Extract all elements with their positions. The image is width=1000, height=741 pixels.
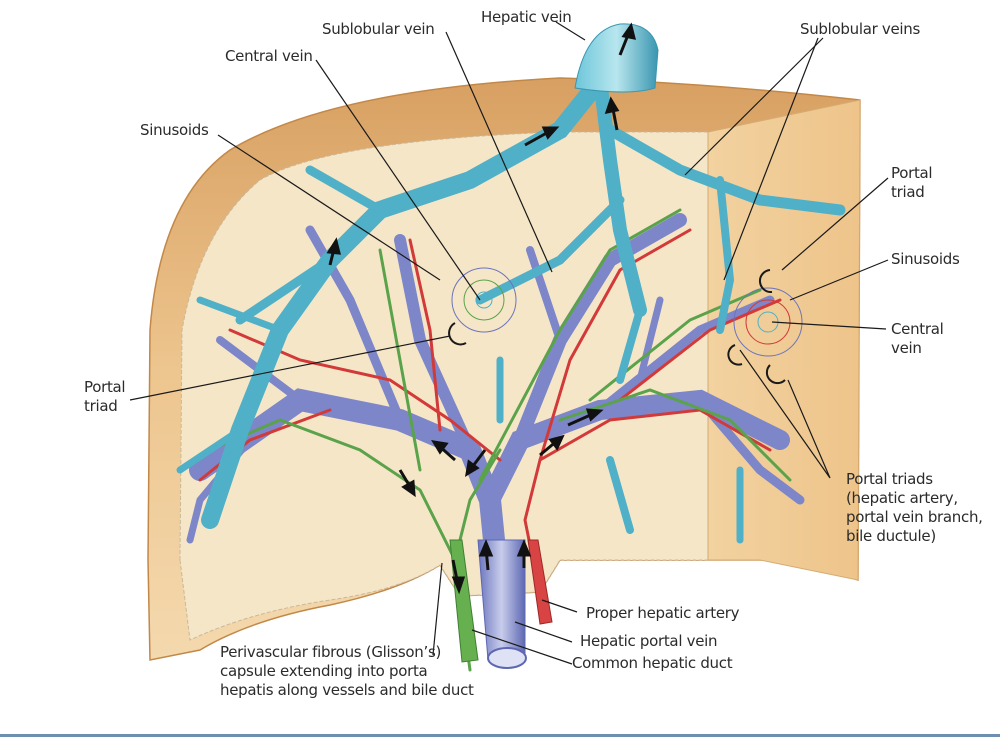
arrow-head-icon xyxy=(451,576,466,595)
hepatic-vein-trunk xyxy=(574,23,659,93)
portal-vein-opening xyxy=(487,647,527,669)
liver-side-surface xyxy=(707,99,861,581)
arrow-head-icon xyxy=(401,479,416,498)
label-central-vein-right: Central vein xyxy=(891,320,944,357)
arrow-head-icon xyxy=(464,459,480,477)
label-sublobular-veins: Sublobular veins xyxy=(800,20,921,38)
arrow-head-icon xyxy=(516,539,532,557)
common-hepatic-duct xyxy=(449,539,479,663)
label-central-vein-top: Central vein xyxy=(225,47,313,65)
label-hepatic-vein: Hepatic vein xyxy=(481,8,572,26)
arrow-head-icon xyxy=(604,96,620,114)
arrow-head-icon xyxy=(326,237,341,255)
bottom-divider xyxy=(0,734,1000,737)
hepatic-vein-tree xyxy=(176,71,846,544)
arrow-head-icon xyxy=(548,434,565,451)
label-sinusoids-left: Sinusoids xyxy=(140,121,209,139)
label-sinusoids-right: Sinusoids xyxy=(891,250,960,268)
label-glissons-capsule: Perivascular fibrous (Glisson’s) capsule… xyxy=(220,643,474,699)
arrow-head-icon xyxy=(585,408,604,422)
label-common-hepatic-duct: Common hepatic duct xyxy=(572,654,733,672)
label-sublobular-vein: Sublobular vein xyxy=(322,20,435,38)
arrow-head-icon xyxy=(431,439,449,455)
label-portal-triad-left: Portal triad xyxy=(84,378,126,415)
leader-lines xyxy=(129,21,889,665)
portal-triad-markers xyxy=(448,269,786,385)
label-hepatic-portal-vein: Hepatic portal vein xyxy=(580,632,718,650)
arrow-head-icon xyxy=(621,22,637,40)
label-proper-hepatic-artery: Proper hepatic artery xyxy=(586,604,740,622)
proper-hepatic-artery xyxy=(527,539,553,625)
label-portal-triads: Portal triads (hepatic artery, portal ve… xyxy=(846,470,983,545)
lobule-left xyxy=(451,267,517,333)
arrow-head-icon xyxy=(541,126,560,140)
flow-arrows xyxy=(326,22,637,595)
portal-vein-tree xyxy=(186,213,805,611)
lobule-right xyxy=(733,287,803,357)
arrow-head-icon xyxy=(478,539,494,557)
label-portal-triad-right: Portal triad xyxy=(891,164,933,201)
